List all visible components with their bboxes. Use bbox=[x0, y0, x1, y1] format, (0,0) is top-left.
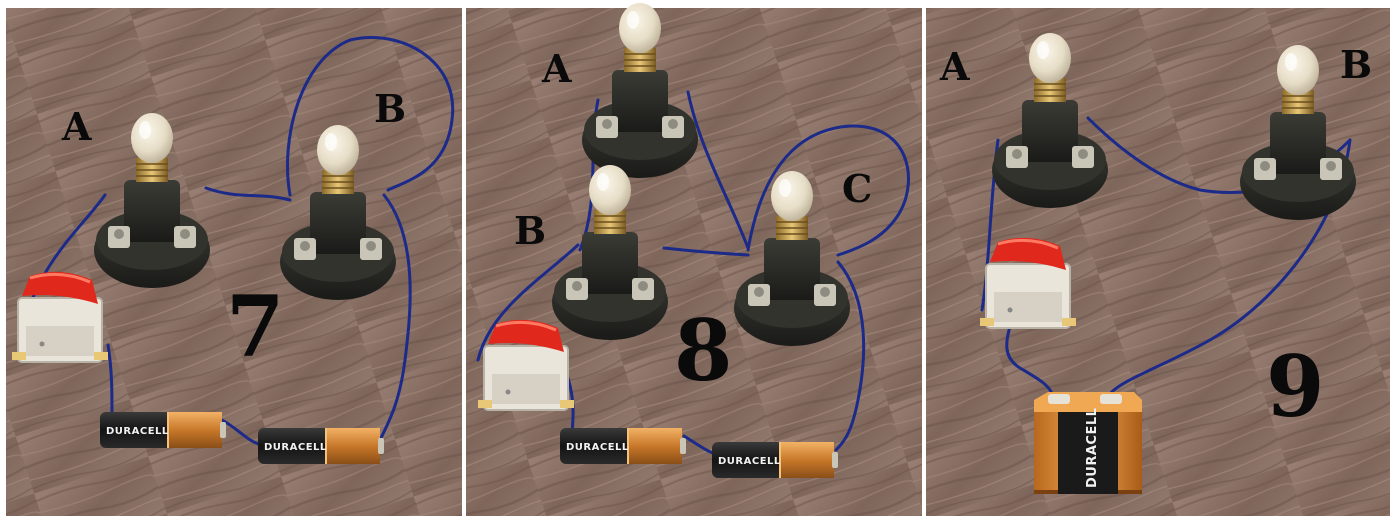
9v-battery-icon: DURACELL bbox=[1034, 392, 1142, 494]
svg-text:DURACELL: DURACELL bbox=[106, 426, 169, 437]
aa-battery-icon: DURACELL bbox=[711, 441, 839, 479]
svg-text:DURACELL: DURACELL bbox=[566, 442, 629, 453]
aa-battery-icon: DURACELL bbox=[99, 411, 227, 449]
svg-text:DURACELL: DURACELL bbox=[264, 442, 327, 453]
wood-background bbox=[6, 8, 1390, 516]
svg-text:DURACELL: DURACELL bbox=[1085, 408, 1100, 488]
panel-9: DURACELL A B 9 bbox=[939, 32, 1372, 494]
panel-number: 7 bbox=[226, 277, 284, 376]
bulb-label-a: A bbox=[61, 104, 92, 149]
panel-8: DURACELL DURACELL A B C 8 bbox=[476, 2, 910, 479]
panel-number: 8 bbox=[674, 301, 732, 400]
bulb-label-b: B bbox=[1340, 42, 1372, 87]
bulb-label-c: C bbox=[842, 166, 872, 211]
aa-battery-icon: DURACELL bbox=[559, 427, 687, 465]
bulb-label-b: B bbox=[514, 208, 546, 253]
aa-battery-icon: DURACELL bbox=[257, 427, 385, 465]
panel-7: DURACELL DURACELL A B 7 bbox=[10, 36, 455, 465]
bulb-label-a: A bbox=[939, 44, 970, 89]
svg-text:DURACELL: DURACELL bbox=[718, 456, 781, 467]
panel-number: 9 bbox=[1266, 337, 1324, 436]
bulb-label-a: A bbox=[541, 46, 572, 91]
bulb-label-b: B bbox=[374, 86, 406, 131]
